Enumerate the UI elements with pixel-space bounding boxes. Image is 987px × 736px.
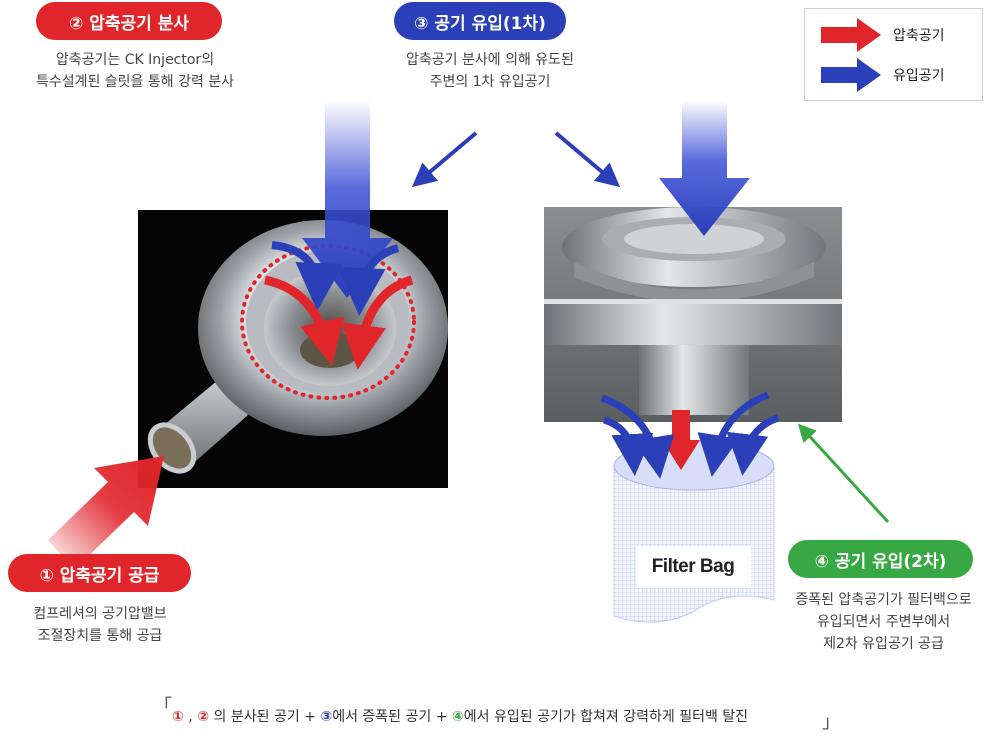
filter-bag-label: Filter Bag	[651, 556, 735, 577]
summary-text-3: 에서 유입된 공기가 합쳐져 강력하게 필터백 탈진	[463, 709, 749, 725]
red-arrow-icon	[821, 18, 881, 52]
summary-close-bracket: 」	[822, 712, 840, 733]
supply-description: 컴프레셔의 공기압밸브 조절장치를 통해 공급	[33, 606, 167, 644]
summary-line: ① , ② 의 분사된 공기 + ③에서 증폭된 공기 + ④에서 유입된 공기…	[172, 706, 832, 736]
summary-sep: ,	[183, 709, 198, 725]
inflow2-description: 증폭된 압축공기가 필터백으로 유입되면서 주변부에서 제2차 유입공기 공급	[795, 592, 972, 652]
summary-text-2: 에서 증폭된 공기 +	[332, 709, 452, 725]
spray-title-badge: ② 압축공기 분사	[36, 2, 222, 40]
spray-description: 압축공기는 CK Injector의 특수설계된 슬릿을 통해 강력 분사	[35, 52, 235, 90]
summary-text-1: 의 분사된 공기 +	[209, 709, 321, 725]
red-supply-arrow	[48, 456, 164, 570]
inflow2-title-badge: ④ 공기 유입(2차)	[788, 540, 973, 578]
inflow1-description: 압축공기 분사에 의해 유도된 주변의 1차 유입공기	[406, 52, 574, 90]
legend-item-inflow-air: 유입공기	[805, 55, 982, 95]
summary-open-bracket: 「	[154, 696, 172, 717]
summary-num-4: ④	[451, 709, 464, 725]
supply-title-badge: ① 압축공기 공급	[8, 554, 191, 592]
installed-photo	[544, 207, 842, 422]
legend-label: 유입공기	[893, 68, 945, 84]
inflow1-title-badge: ③ 공기 유입(1차)	[394, 2, 566, 40]
blue-down-arrow-left	[302, 100, 393, 298]
summary-num-1: ①	[172, 709, 184, 725]
blue-down-arrow-right	[659, 100, 750, 236]
legend-box: 압축공기 유입공기	[804, 8, 983, 101]
summary-num-2: ②	[197, 709, 210, 725]
legend-item-compressed-air: 압축공기	[805, 15, 982, 55]
legend-label: 압축공기	[893, 28, 945, 44]
summary-num-3: ③	[320, 709, 333, 725]
blue-arrow-icon	[821, 58, 881, 92]
